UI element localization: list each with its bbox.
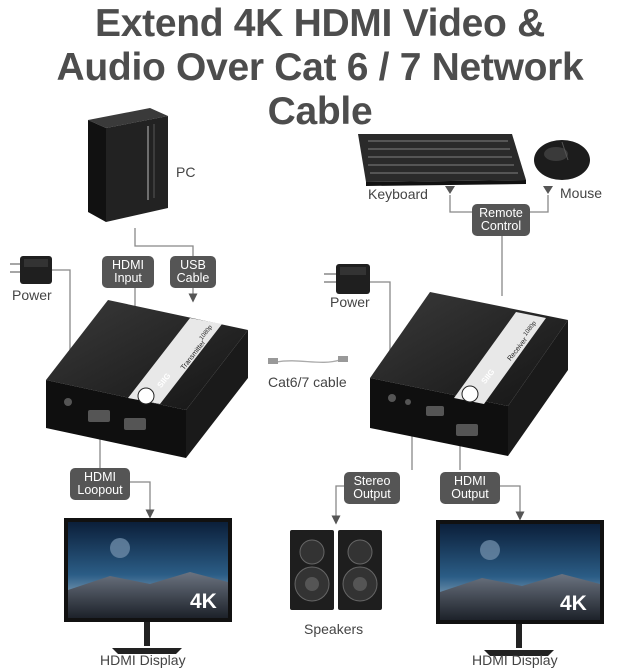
hdmi-loopout-tag-line-1: HDMI: [84, 470, 116, 484]
stereo-output-tag-line-1: Stereo: [353, 474, 391, 488]
stereo-to-speakers-line: [331, 485, 346, 525]
power-adapter-right: [324, 264, 370, 294]
cat-cable-line: [275, 359, 341, 363]
power-right-label: Power: [330, 294, 370, 310]
pc-label: PC: [176, 164, 196, 180]
connector-lines: [52, 195, 549, 525]
keyboard: [358, 134, 526, 186]
power-left-label: Power: [12, 287, 52, 303]
monitor-right: [436, 520, 604, 656]
mouse-line: [530, 195, 549, 213]
remote-control-tag: Remote Control: [472, 204, 530, 236]
display-left-4k-badge: 4K: [190, 590, 217, 613]
display-left-label: HDMI Display: [100, 652, 186, 668]
pc-tower: [88, 108, 168, 222]
hdmi-loopout-tag: HDMI Loopout: [70, 468, 130, 500]
usb-cable-tag-line-1: USB: [180, 258, 206, 272]
mouse-label: Mouse: [560, 185, 603, 201]
hdmi-out-to-display-line: [500, 485, 525, 521]
display-right-4k-badge: 4K: [560, 592, 587, 615]
page-title-line-1: Extend 4K HDMI Video &: [95, 2, 545, 45]
power-adapter-left: [10, 256, 52, 284]
speakers: [290, 530, 382, 610]
monitor-left: [64, 518, 232, 654]
cat-cable-label: Cat6/7 cable: [268, 374, 347, 390]
remote-control-tag-line-2: Control: [480, 219, 522, 233]
stereo-output-tag: Stereo Output: [344, 472, 400, 504]
loopout-to-display-line: [128, 481, 155, 519]
hdmi-output-tag: HDMI Output: [440, 472, 500, 504]
stereo-output-tag-line-2: Output: [353, 487, 391, 501]
remote-control-tag-line-1: Remote: [479, 206, 523, 220]
hdmi-input-tag: HDMI Input: [102, 256, 154, 288]
keyboard-line: [449, 195, 472, 213]
mouse: [534, 140, 590, 180]
pc-to-hdmi-input-line: [134, 228, 194, 258]
hdmi-output-tag-line-2: Output: [451, 487, 489, 501]
usb-cable-tag: USB Cable: [170, 256, 216, 288]
page-title-line-2: Audio Over Cat 6 / 7 Network Cable: [56, 46, 584, 133]
mouse-arrow: [543, 186, 553, 194]
power-right-line: [370, 281, 391, 382]
hdmi-output-tag-line-1: HDMI: [454, 474, 486, 488]
speakers-label: Speakers: [304, 621, 364, 637]
keyboard-arrow: [445, 186, 455, 194]
usb-cable-tag-line-2: Cable: [176, 271, 210, 285]
cat-cable-icon: [268, 356, 348, 364]
display-right-label: HDMI Display: [472, 652, 558, 668]
keyboard-label: Keyboard: [368, 186, 428, 202]
transmitter-box: [46, 300, 248, 458]
hdmi-input-tag-line-2: Input: [114, 271, 142, 285]
hdmi-loopout-tag-line-2: Loopout: [77, 483, 123, 497]
hdmi-input-tag-line-1: HDMI: [112, 258, 144, 272]
receiver-box: [370, 292, 568, 456]
power-left-line: [52, 269, 71, 378]
